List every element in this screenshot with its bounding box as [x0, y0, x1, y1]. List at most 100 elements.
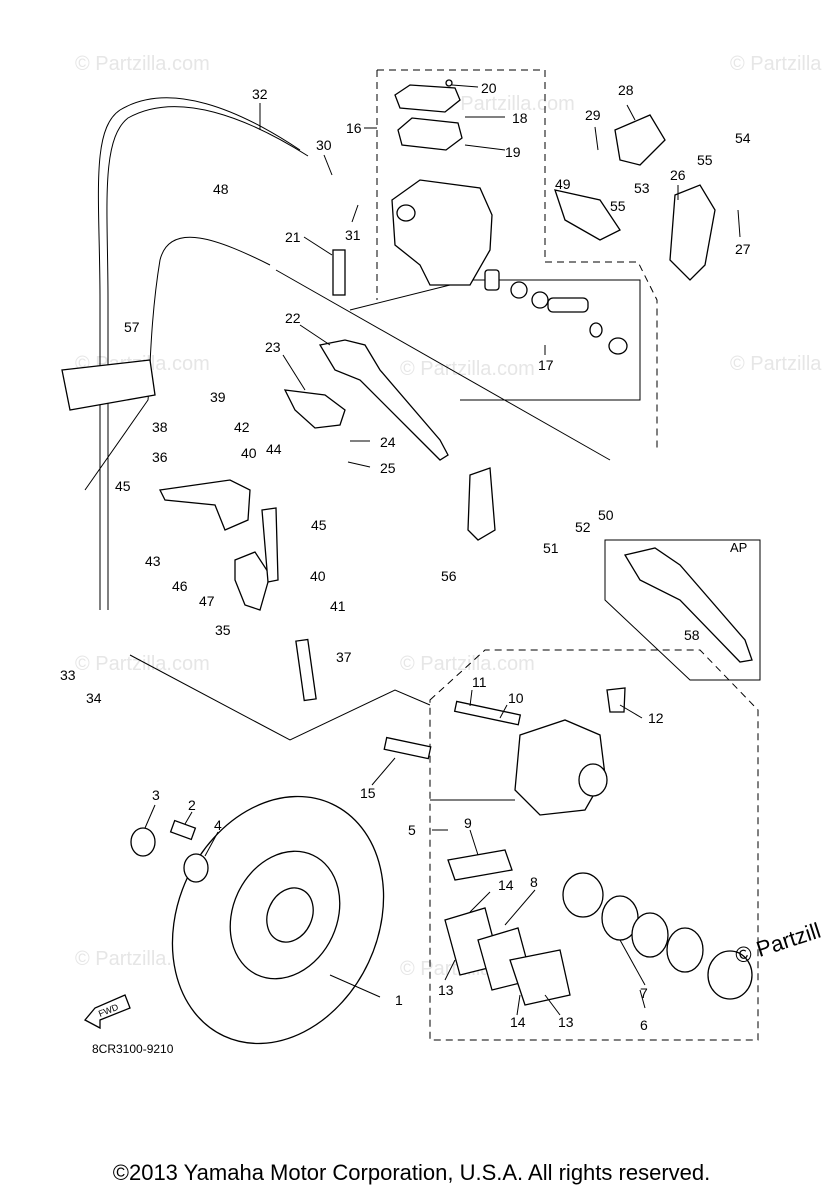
- caliper-piston: [562, 872, 604, 918]
- brake-disc: [130, 795, 385, 1045]
- callout-35: 35: [215, 622, 231, 638]
- adjuster-bolt: [295, 638, 317, 702]
- boot: [608, 337, 628, 355]
- callout-38: 38: [152, 419, 168, 435]
- forward-arrow: FWD: [83, 994, 131, 1030]
- callout-19: 19: [505, 144, 521, 160]
- callout-24: 24: [380, 434, 396, 450]
- master-cylinder: [391, 79, 493, 286]
- master-cylinder-group-outline: [377, 69, 658, 450]
- parking-lever: [554, 189, 621, 241]
- callout-8: 8: [530, 874, 538, 890]
- cup: [531, 291, 549, 309]
- callout-3: 3: [152, 787, 160, 803]
- callout-5: 5: [408, 822, 416, 838]
- piston-kit-outline: [460, 279, 641, 401]
- callout-14: 14: [510, 1014, 526, 1030]
- screw: [445, 79, 453, 87]
- callout-15: 15: [360, 785, 376, 801]
- callout-16: 16: [346, 120, 362, 136]
- watermark: © Partzilla.com: [730, 53, 823, 75]
- copyright-notice: ©2013 Yamaha Motor Corporation, U.S.A. A…: [112, 1160, 711, 1185]
- callout-55: 55: [697, 152, 713, 168]
- ap-variant-inset: [604, 539, 761, 681]
- caliper-assembly: [383, 687, 753, 1006]
- callout-18: 18: [512, 110, 528, 126]
- brake-hose: [97, 97, 301, 610]
- watermark: © Partzilla.com: [730, 353, 823, 375]
- callout-29: 29: [585, 107, 601, 123]
- master-cylinder-body: [391, 179, 493, 286]
- callout-22: 22: [285, 310, 301, 326]
- pad-pin: [453, 700, 522, 726]
- callout-6: 6: [640, 1017, 648, 1033]
- cup: [510, 281, 528, 299]
- callout-49: 49: [555, 176, 571, 192]
- ap-brake-lever: [623, 547, 753, 663]
- callout-27: 27: [735, 241, 751, 257]
- callout-43: 43: [145, 553, 161, 569]
- fwd-arrow-icon: [83, 994, 131, 1030]
- brake-hose: [106, 106, 309, 610]
- caliper-bolt: [383, 736, 432, 760]
- washer: [183, 853, 209, 883]
- callout-39: 39: [210, 389, 226, 405]
- callout-42: 42: [234, 419, 250, 435]
- assembly-outlines: [376, 69, 759, 1041]
- leader-line: [129, 654, 431, 741]
- callout-45: 45: [311, 517, 327, 533]
- callout-11: 11: [472, 674, 487, 690]
- ap-inset-frame: [604, 539, 761, 681]
- callout-30: 30: [316, 137, 332, 153]
- lever-assembly: [283, 114, 716, 461]
- callout-28: 28: [618, 82, 634, 98]
- brake-cable: [275, 269, 611, 461]
- callout-36: 36: [152, 449, 168, 465]
- piston-kit: [484, 269, 628, 355]
- reservoir-cap: [394, 84, 461, 113]
- callout-56: 56: [441, 568, 457, 584]
- piston-seal: [631, 912, 669, 958]
- hose-clamp: [61, 359, 156, 411]
- cable-boot: [467, 467, 496, 541]
- piston-seal: [666, 927, 704, 973]
- callout-51: 51: [543, 540, 559, 556]
- callout-57: 57: [124, 319, 140, 335]
- callout-26: 26: [670, 167, 686, 183]
- callout-41: 41: [330, 598, 346, 614]
- watermark: © Partzilla.com: [75, 653, 210, 675]
- pad-shim: [509, 949, 571, 1006]
- callout-46: 46: [172, 578, 188, 594]
- piston: [547, 297, 589, 313]
- callout-leaders: [144, 84, 741, 1016]
- caliper-group-outline: [429, 649, 759, 1041]
- callout-33: 33: [60, 667, 76, 683]
- callout-45: 45: [115, 478, 131, 494]
- callout-50: 50: [598, 507, 614, 523]
- callout-20: 20: [481, 80, 497, 96]
- master-cylinder-port: [396, 204, 416, 222]
- callout-9: 9: [464, 815, 472, 831]
- callout-48: 48: [213, 181, 229, 197]
- callout-34: 34: [86, 690, 102, 706]
- callout-13: 13: [438, 982, 454, 998]
- callout-10: 10: [508, 690, 524, 706]
- arm-bracket: [234, 551, 271, 611]
- callout-37: 37: [336, 649, 352, 665]
- parking-arm: [159, 479, 251, 531]
- callout-21: 21: [285, 229, 301, 245]
- callout-13: 13: [558, 1014, 574, 1030]
- brake-lever: [318, 339, 449, 461]
- lever-bolt: [332, 249, 346, 296]
- brake-disc-center: [266, 887, 314, 943]
- callout-17: 17: [538, 357, 554, 373]
- diagram-code: 8CR3100-9210: [92, 1042, 174, 1056]
- callout-7: 7: [640, 985, 648, 1001]
- callout-52: 52: [575, 519, 591, 535]
- callout-44: 44: [266, 441, 282, 457]
- callout-53: 53: [634, 180, 650, 196]
- link-rod: [261, 507, 279, 583]
- watermark: © Partzilla.com: [400, 358, 535, 380]
- bleed-screw: [606, 687, 626, 713]
